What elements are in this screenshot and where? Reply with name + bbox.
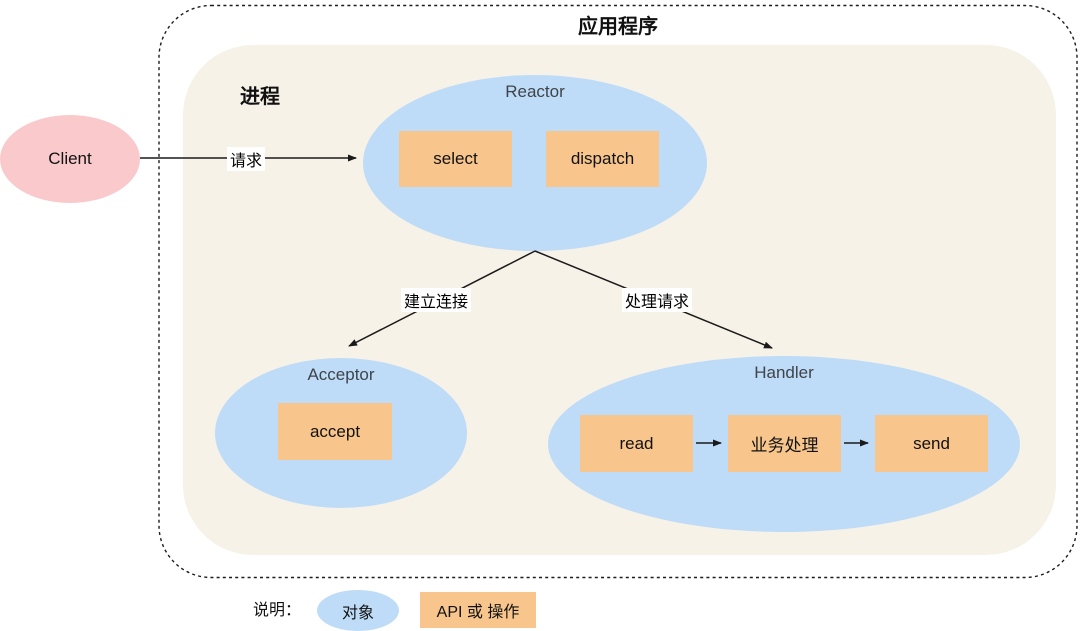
legend-object-label: 对象 xyxy=(341,604,374,622)
legend-api-swatch: API 或 操作 xyxy=(420,592,536,628)
op-accept: accept xyxy=(278,403,392,460)
application-title: 应用程序 xyxy=(578,16,658,38)
op-dispatch: dispatch xyxy=(546,131,659,187)
handler-title: Handler xyxy=(754,363,814,382)
edge-label-handle-request: 处理请求 xyxy=(622,288,693,312)
op-read: read xyxy=(580,415,693,472)
op-select: select xyxy=(399,131,512,187)
reactor-title: Reactor xyxy=(505,82,565,101)
client-node: Client xyxy=(0,115,140,203)
legend-object-swatch: 对象 xyxy=(317,590,399,631)
edge-label-establish-connection: 建立连接 xyxy=(401,288,472,312)
edge-label-request: 请求 xyxy=(227,147,266,171)
op-business-process: 业务处理 xyxy=(728,415,841,472)
legend-api-label: API 或 操作 xyxy=(436,604,520,621)
acceptor-title: Acceptor xyxy=(307,365,375,384)
client-label: Client xyxy=(48,149,92,168)
op-send: send xyxy=(875,415,988,472)
legend-caption: 说明： xyxy=(253,602,302,619)
process-title: 进程 xyxy=(240,86,280,108)
